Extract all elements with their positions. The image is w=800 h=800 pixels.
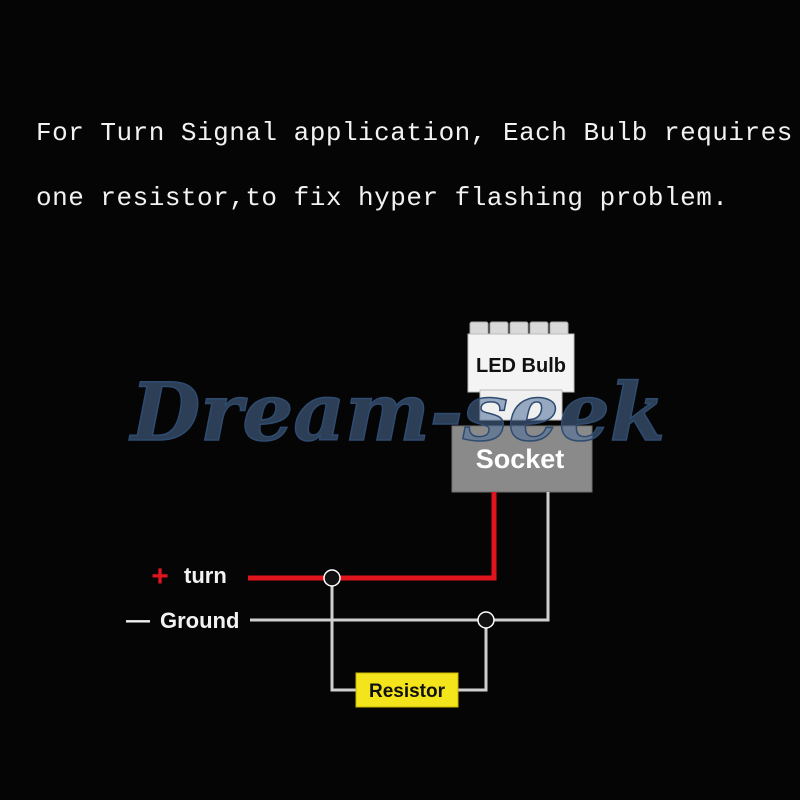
ground-wire: [250, 492, 550, 692]
ground-label: Ground: [160, 608, 239, 633]
caption-line-1: For Turn Signal application, Each Bulb r…: [36, 118, 793, 148]
ground-minus-icon: —: [126, 607, 150, 634]
turn-wire: [248, 492, 497, 581]
resistor: Resistor: [355, 672, 459, 708]
resistor-body: [355, 672, 459, 708]
led-bulb: LED Bulb: [467, 321, 575, 421]
led-bulb-base: [479, 389, 563, 421]
turn-label: turn: [184, 563, 227, 588]
resistor-label: Resistor: [369, 681, 446, 702]
turn-junction-dot: [323, 569, 341, 587]
caption-line-2: one resistor,to fix hyper flashing probl…: [36, 183, 729, 213]
watermark-logo: Dream-seek: [129, 365, 665, 459]
socket-label: Socket: [476, 444, 565, 474]
led-bulb-chips: [469, 321, 569, 337]
ground-junction-dot: [477, 611, 495, 629]
led-bulb-label: LED Bulb: [476, 355, 566, 377]
led-bulb-body: [467, 333, 575, 393]
socket: Socket: [451, 425, 593, 493]
turn-plus-icon: +: [151, 560, 169, 593]
socket-body: [451, 425, 593, 493]
